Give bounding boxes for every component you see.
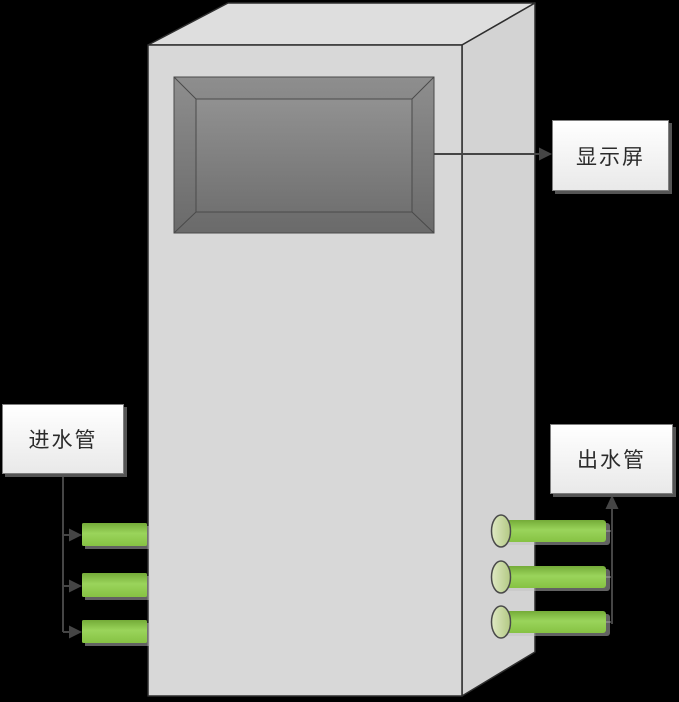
arrowhead-right-icon — [69, 528, 82, 542]
outlet-pipe-1 — [501, 520, 606, 542]
bezel-corner-line — [411, 211, 435, 234]
display-arrow — [434, 147, 552, 161]
bezel-corner-line — [173, 76, 197, 100]
arrowhead-right-icon — [539, 147, 552, 161]
bezel-corner-line — [411, 76, 435, 100]
inlet-pipes — [82, 523, 150, 646]
inlet-pipe-label: 进水管 — [2, 404, 124, 474]
outlet-pipe-2 — [501, 566, 606, 588]
bezel-corner-line — [173, 211, 197, 234]
arrowhead-right-icon — [69, 579, 82, 593]
screen-panel — [195, 98, 413, 213]
arrowhead-up-icon — [605, 495, 619, 509]
inlet-pipe-2 — [82, 573, 147, 597]
outlet-pipe-3-cap — [490, 605, 512, 639]
arrowhead-right-icon — [69, 625, 82, 639]
outlet-pipe-2-cap — [490, 560, 512, 594]
outlet-pipes — [490, 514, 610, 639]
inlet-arrow — [62, 475, 82, 639]
display-screen-label-text: 显示屏 — [576, 144, 645, 169]
inlet-pipe-label-text: 进水管 — [28, 428, 98, 452]
outlet-pipe-label: 出水管 — [550, 424, 673, 494]
outlet-pipe-3 — [501, 611, 606, 633]
display-screen — [173, 76, 435, 234]
outlet-pipe-1-cap — [490, 514, 512, 548]
inlet-pipe-1 — [82, 523, 147, 546]
outlet-arrow — [605, 495, 619, 624]
outlet-pipe-label-text: 出水管 — [577, 448, 646, 472]
inlet-pipe-3 — [82, 620, 147, 643]
display-screen-label: 显示屏 — [552, 120, 669, 191]
